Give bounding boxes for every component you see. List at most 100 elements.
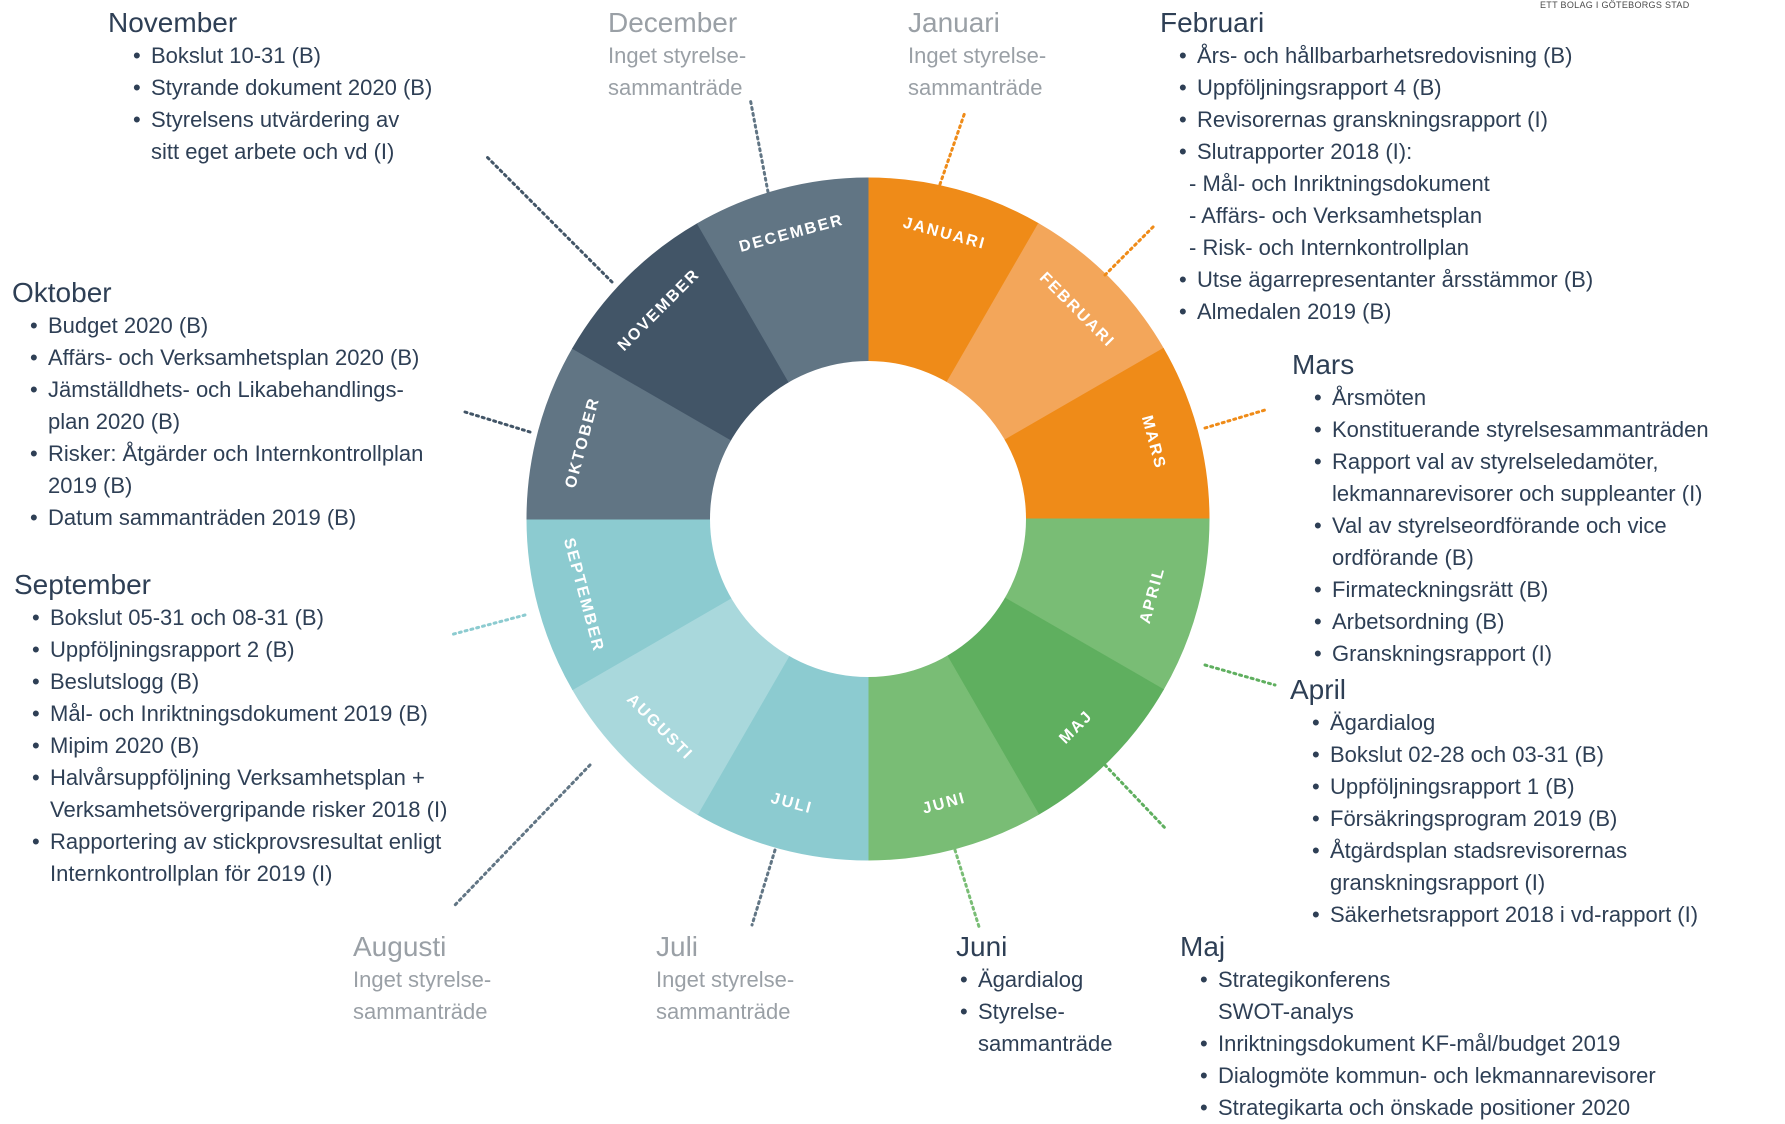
leader-line-december <box>748 96 770 194</box>
mars-item: Konstituerande styrelsesammanträden <box>1314 414 1709 446</box>
mars-item: Årsmöten <box>1314 382 1709 414</box>
april-title: April <box>1290 674 1347 705</box>
leader-line-februari <box>1103 223 1157 277</box>
februari-item: Uppföljningsrapport 4 (B) <box>1179 72 1593 104</box>
maj-title: Maj <box>1180 931 1226 962</box>
maj-item: Strategikonferens <box>1200 964 1656 996</box>
juni-item: Styrelse- <box>960 996 1113 1028</box>
oktober-item: Risker: Åtgärder och Internkontrollplan <box>30 438 423 470</box>
mars-item-cont: ordförande (B) <box>1332 545 1474 570</box>
mars-block: Mars Årsmöten Konstituerande styrelsesam… <box>1292 348 1709 670</box>
december-note: Inget styrelse- <box>608 43 747 68</box>
oktober-item: Jämställdhets- och Likabehandlings- <box>30 374 423 406</box>
leader-line-september <box>448 613 527 637</box>
april-item: Försäkringsprogram 2019 (B) <box>1312 803 1698 835</box>
april-item: Säkerhetsrapport 2018 i vd-rapport (I) <box>1312 899 1698 931</box>
wheel-center <box>710 361 1026 677</box>
april-item: Åtgärdsplan stadsrevisorernas <box>1312 835 1698 867</box>
oktober-item: Affärs- och Verksamhetsplan 2020 (B) <box>30 342 423 374</box>
juli-note: Inget styrelse- <box>656 967 795 992</box>
februari-item: Års- och hållbarbarhetsredovisning (B) <box>1179 40 1593 72</box>
juni-title: Juni <box>956 931 1008 962</box>
april-item: Bokslut 02-28 och 03-31 (B) <box>1312 739 1698 771</box>
april-item-cont: granskningsrapport (I) <box>1330 870 1546 895</box>
leader-line-augusti <box>453 763 592 907</box>
augusti-block: Augusti Inget styrelse- sammanträde <box>353 930 491 1028</box>
maj-block: Maj Strategikonferens SWOT-analys Inrikt… <box>1180 930 1656 1124</box>
oktober-block: Oktober Budget 2020 (B) Affärs- och Verk… <box>12 276 423 534</box>
september-item: Rapportering av stickprovsresultat enlig… <box>32 826 447 858</box>
september-item: Mål- och Inriktningsdokument 2019 (B) <box>32 698 447 730</box>
januari-block: Januari Inget styrelse- sammanträde <box>908 6 1046 104</box>
augusti-note: sammanträde <box>353 999 488 1024</box>
mars-item: Val av styrelseordförande och vice <box>1314 510 1709 542</box>
leader-line-mars <box>1203 408 1267 430</box>
november-item: Bokslut 10-31 (B) <box>133 40 432 72</box>
februari-subitem: - Risk- och Internkontrollplan <box>1189 235 1470 260</box>
februari-item: Almedalen 2019 (B) <box>1179 296 1593 328</box>
december-note: sammanträde <box>608 75 743 100</box>
juni-block: Juni Ägardialog Styrelse- sammanträde <box>956 930 1113 1060</box>
juli-title: Juli <box>656 931 699 962</box>
februari-item: Revisorernas granskningsrapport (I) <box>1179 104 1593 136</box>
leader-line-juli <box>750 848 777 927</box>
november-item: Styrande dokument 2020 (B) <box>133 72 432 104</box>
december-title: December <box>608 7 738 38</box>
januari-note: sammanträde <box>908 75 1043 100</box>
september-item: Mipim 2020 (B) <box>32 730 447 762</box>
juli-note: sammanträde <box>656 999 791 1024</box>
mars-item-cont: lekmannarevisorer och suppleanter (I) <box>1332 481 1703 506</box>
september-item-cont: Verksamhetsövergripande risker 2018 (I) <box>50 797 448 822</box>
februari-item: Slutrapporter 2018 (I): <box>1179 136 1593 168</box>
september-block: September Bokslut 05-31 och 08-31 (B) Up… <box>14 568 447 890</box>
leader-line-maj <box>1103 763 1167 830</box>
juli-block: Juli Inget styrelse- sammanträde <box>656 930 794 1028</box>
januari-note: Inget styrelse- <box>908 43 1047 68</box>
november-item: Styrelsens utvärdering av <box>133 104 432 136</box>
leader-line-juni <box>953 848 982 932</box>
brand-label: ETT BOLAG I GÖTEBORGS STAD <box>1540 0 1690 10</box>
mars-item: Granskningsrapport (I) <box>1314 638 1709 670</box>
leader-line-januari <box>936 110 967 192</box>
oktober-item-cont: 2019 (B) <box>48 473 133 498</box>
februari-block: Februari Års- och hållbarbarhetsredovisn… <box>1160 6 1593 328</box>
april-block: April Ägardialog Bokslut 02-28 och 03-31… <box>1290 673 1698 931</box>
februari-item: Utse ägarrepresentanter årsstämmor (B) <box>1179 264 1593 296</box>
maj-item: Inriktningsdokument KF-mål/budget 2019 <box>1200 1028 1656 1060</box>
februari-subitem: - Affärs- och Verksamhetsplan <box>1189 203 1483 228</box>
juni-item: Ägardialog <box>960 964 1113 996</box>
leader-line-november <box>483 153 614 284</box>
oktober-item-cont: plan 2020 (B) <box>48 409 181 434</box>
september-item: Uppföljningsrapport 2 (B) <box>32 634 447 666</box>
januari-title: Januari <box>908 7 1000 38</box>
april-item: Ägardialog <box>1312 707 1698 739</box>
november-item-cont: sitt eget arbete och vd (I) <box>151 139 395 164</box>
september-item: Halvårsuppföljning Verksamhetsplan + <box>32 762 447 794</box>
september-item: Beslutslogg (B) <box>32 666 447 698</box>
februari-subitem: - Mål- och Inriktningsdokument <box>1189 171 1490 196</box>
augusti-title: Augusti <box>353 931 447 962</box>
maj-item: Strategikarta och önskade positioner 202… <box>1200 1092 1656 1124</box>
september-title: September <box>14 569 151 600</box>
november-title: November <box>108 7 238 38</box>
december-block: December Inget styrelse- sammanträde <box>608 6 746 104</box>
oktober-item: Datum sammanträden 2019 (B) <box>30 502 423 534</box>
september-item: Bokslut 05-31 och 08-31 (B) <box>32 602 447 634</box>
april-item: Uppföljningsrapport 1 (B) <box>1312 771 1698 803</box>
oktober-title: Oktober <box>12 277 112 308</box>
mars-item: Firmateckningsrätt (B) <box>1314 574 1709 606</box>
maj-item-cont: SWOT-analys <box>1218 999 1354 1024</box>
leader-line-april <box>1203 663 1277 687</box>
oktober-item: Budget 2020 (B) <box>30 310 423 342</box>
februari-title: Februari <box>1160 7 1265 38</box>
mars-item: Rapport val av styrelseledamöter, <box>1314 446 1709 478</box>
maj-item: Dialogmöte kommun- och lekmannarevisorer <box>1200 1060 1656 1092</box>
augusti-note: Inget styrelse- <box>353 967 492 992</box>
september-item-cont: Internkontrollplan för 2019 (I) <box>50 861 333 886</box>
juni-item-cont: sammanträde <box>978 1031 1113 1056</box>
leader-line-oktober <box>463 410 532 434</box>
mars-item: Arbetsordning (B) <box>1314 606 1709 638</box>
mars-title: Mars <box>1292 349 1355 380</box>
november-block: November Bokslut 10-31 (B) Styrande doku… <box>108 6 432 168</box>
